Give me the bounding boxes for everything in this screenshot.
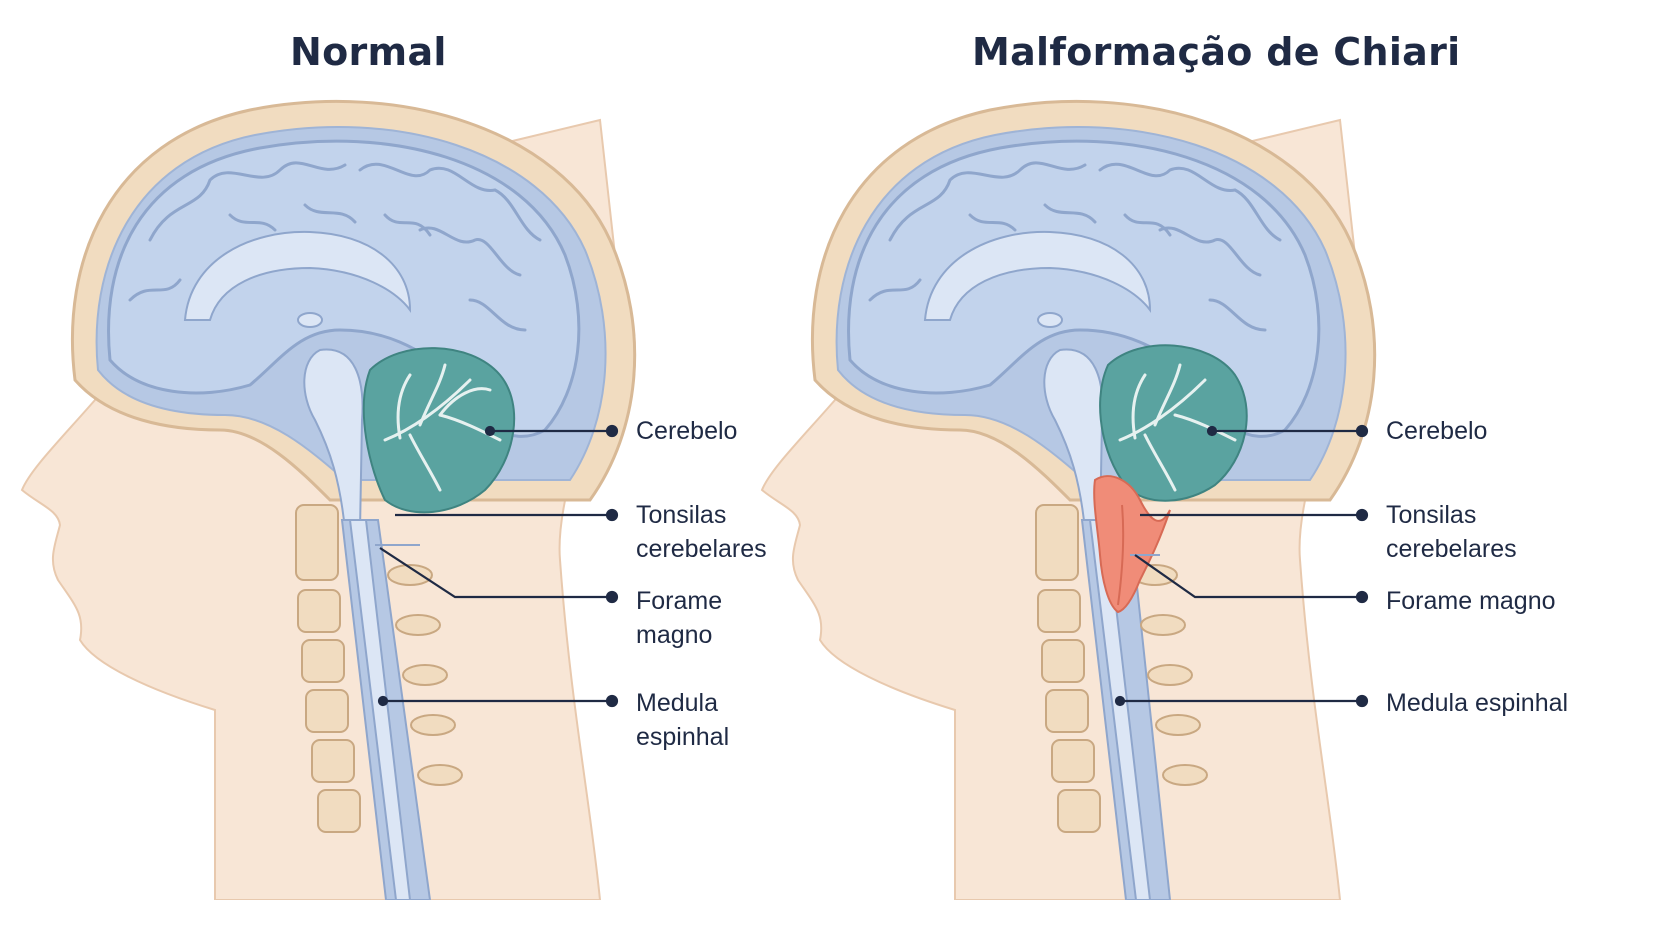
leader-lines-normal	[377, 424, 619, 708]
vertebrae-chiari	[1035, 504, 1208, 833]
label-tonsilas-chiari: Tonsilas cerebelares	[1386, 501, 1517, 563]
arbor-vitae-chiari	[1118, 363, 1237, 492]
label-tonsilas-normal: Tonsilas cerebelares	[636, 501, 767, 563]
label-cerebelo-normal: Cerebelo	[636, 417, 738, 445]
corpus-callosum-normal	[183, 230, 412, 321]
head-chiari	[760, 99, 1377, 900]
corpus-callosum-chiari	[923, 230, 1152, 321]
leader-lines-chiari	[1114, 424, 1369, 708]
cerebellum-chiari	[1099, 344, 1248, 502]
label-medula-normal: Medula espinhal	[636, 689, 730, 751]
gyri-chiari	[868, 161, 1282, 332]
gyri-normal	[128, 161, 542, 332]
brainstem-chiari	[1043, 348, 1104, 531]
label-medula-chiari: Medula espinhal	[1386, 689, 1569, 717]
herniated-tonsils	[1093, 475, 1171, 614]
spinal-cord-normal	[348, 519, 412, 900]
head-normal	[20, 99, 637, 900]
arbor-vitae-normal	[383, 363, 502, 492]
vertebrae-normal	[295, 504, 463, 833]
title-normal: Normal	[290, 30, 447, 74]
label-forame-normal: Forame magno	[636, 587, 723, 649]
title-chiari: Malformação de Chiari	[972, 30, 1461, 74]
brainstem-normal	[303, 348, 364, 531]
label-cerebelo-chiari: Cerebelo	[1386, 417, 1488, 445]
label-forame-chiari: Forame magno	[1386, 587, 1556, 615]
